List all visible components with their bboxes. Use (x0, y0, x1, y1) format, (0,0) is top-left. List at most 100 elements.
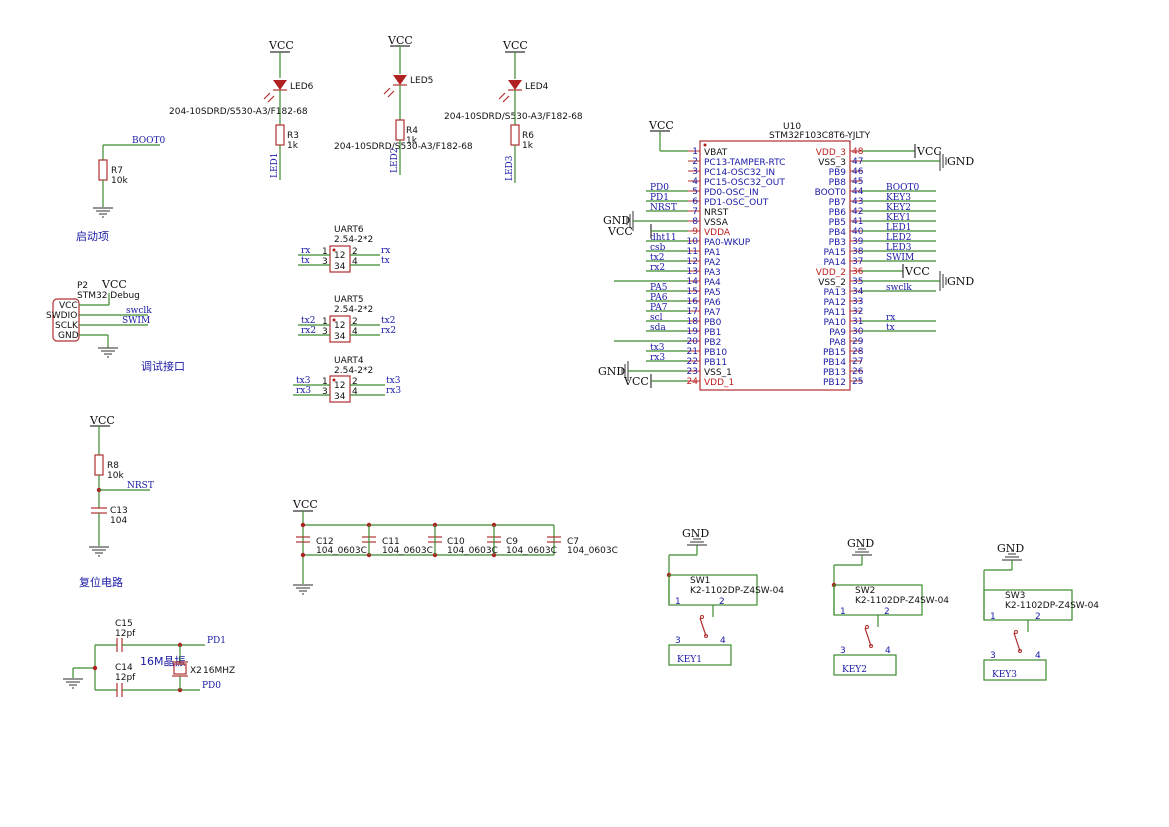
mcu-pin-name: VDDA (704, 228, 731, 238)
mcu-pin-number: 4 (692, 177, 698, 187)
led6-part: 204-10SDRD/S530-A3/F182-68 (169, 107, 308, 117)
mcu-pin-number: 2 (692, 157, 698, 167)
led4-circuit: VCC LED4 204-10SDRD/S530-A3/F182-68 R6 1… (444, 39, 583, 183)
mcu-net-label: PD1 (650, 193, 669, 203)
c13-value: 104 (110, 516, 127, 526)
uart6-net-r1: rx (381, 246, 390, 256)
mcu-net-label: SWIM (886, 253, 914, 263)
uart6-pin4: 4 (352, 257, 358, 267)
uart6-net-r2: tx (381, 256, 390, 266)
mcu-vcc-top-label: VCC (648, 119, 674, 132)
uart6-pin3: 3 (322, 257, 328, 267)
c7-ref: C7 (567, 537, 579, 547)
led6-net-label: LED1 (270, 153, 280, 179)
sw2-part: K2-1102DP-Z4SW-04 (855, 596, 949, 606)
mcu-net-label: LED2 (886, 233, 912, 243)
c12-ref: C12 (316, 537, 334, 547)
mcu-pin-number: 30 (852, 327, 864, 337)
mcu-pin-number: 36 (852, 267, 864, 277)
uart4-pin1: 1 (322, 377, 328, 387)
r4-ref: R4 (406, 126, 418, 136)
sw3-pin4: 4 (1035, 651, 1041, 661)
mcu-pin-number: 45 (852, 177, 863, 187)
c12-capacitor (296, 536, 310, 543)
debug-vcc-label: VCC (101, 278, 127, 291)
c11-capacitor (362, 525, 376, 555)
mcu-pin-number: 19 (687, 327, 699, 337)
mcu-pin-number: 1 (692, 147, 698, 157)
c11-ref: C11 (382, 537, 400, 547)
sw2-key-box (833, 654, 897, 676)
c14-value: 12pf (115, 673, 136, 683)
mcu-pin-number: 43 (852, 197, 863, 207)
sw3-key-box (983, 659, 1047, 681)
crystal-net-pd1: PD1 (207, 636, 226, 646)
mcu-pin-number: 29 (852, 337, 864, 347)
uart5-pin3: 3 (322, 327, 328, 337)
sw3-ref: SW3 (1005, 591, 1025, 601)
x2-ref: X2 (190, 666, 202, 676)
mcu-vcc-right1-label: VCC (916, 145, 942, 158)
mcu-pin-name: PA10 (824, 318, 847, 328)
mcu-net-label: tx2 (650, 253, 664, 263)
mcu-net-label: LED1 (886, 223, 912, 233)
mcu-pin-name: PB4 (829, 228, 847, 238)
mcu-pin-number: 44 (852, 187, 864, 197)
uart5-pin4: 4 (352, 327, 358, 337)
mcu-pin-name: PB15 (823, 348, 846, 358)
uart5-part: 2.54-2*2 (334, 305, 373, 315)
r7-ref: R7 (111, 166, 123, 176)
mcu-pin-name: VDD_1 (704, 378, 734, 388)
mcu-pin-number: 27 (852, 357, 863, 367)
caps-vcc-label: VCC (292, 498, 318, 511)
crystal-circuit: C15 12pf PD1 16M晶振 C14 12pf PD0 X2 16MHZ (63, 619, 235, 697)
r4-resistor (395, 119, 405, 141)
mcu-net-label: csb (650, 243, 666, 253)
mcu-net-label: tx (886, 323, 895, 333)
boot-gnd-symbol (93, 207, 113, 218)
crystal-caption: 16M晶振 (140, 654, 186, 668)
sw2-pin3: 3 (840, 646, 846, 656)
uart4-body-top: 12 (334, 381, 345, 391)
debug-body (52, 298, 80, 342)
sw3-pin3: 3 (990, 651, 996, 661)
mcu-net-label: dht11 (650, 233, 677, 243)
uart5-net-r1: tx2 (381, 316, 395, 326)
mcu-pin-number: 23 (687, 367, 698, 377)
r4-value: 1k (406, 136, 418, 146)
debug-pin-gnd: GND (58, 331, 79, 341)
mcu-pin-number: 31 (852, 317, 863, 327)
mcu-pin-name: NRST (704, 208, 729, 218)
mcu-net-label: NRST (650, 203, 677, 213)
mcu-pin-name: BOOT0 (815, 188, 847, 198)
debug-gnd-symbol (98, 347, 118, 358)
uart4-body-bot: 34 (334, 392, 346, 402)
uart5-body-top: 12 (334, 321, 345, 331)
led6-vcc-label: VCC (268, 39, 294, 52)
mcu-gnd-left2-label: GND (598, 365, 625, 378)
boot-circuit: BOOT0 R7 10k 启动项 (76, 136, 166, 243)
mcu-pin-number: 9 (692, 227, 698, 237)
led6-circuit: VCC LED6 204-10SDRD/S530-A3/F182-68 R3 1… (169, 39, 314, 180)
mcu-pin-name: PB6 (829, 208, 847, 218)
mcu-net-label: KEY2 (886, 203, 911, 213)
uart5-body (329, 315, 351, 343)
uart4-ref: UART4 (334, 356, 364, 366)
uart6-connector: UART6 2.54-2*2 12 34 1 3 2 4 rx tx rx tx (298, 225, 390, 273)
sw3-part: K2-1102DP-Z4SW-04 (1005, 601, 1099, 611)
mcu-pin-number: 18 (687, 317, 699, 327)
c9-capacitor (487, 525, 501, 555)
mcu-pin-number: 46 (852, 167, 864, 177)
uart6-pin2: 2 (352, 247, 358, 257)
mcu-net-label: KEY1 (886, 213, 911, 223)
uart6-body (329, 245, 351, 273)
sw2-key-net: KEY2 (842, 665, 867, 675)
mcu-pin-name: PA4 (704, 278, 721, 288)
mcu-pin-name: PA8 (829, 338, 846, 348)
mcu-pin-name: PC13-TAMPER-RTC (704, 158, 785, 168)
mcu-pin-number: 37 (852, 257, 863, 267)
uart6-part: 2.54-2*2 (334, 235, 373, 245)
mcu-net-label: LED3 (886, 243, 912, 253)
c15-ref: C15 (115, 619, 133, 629)
